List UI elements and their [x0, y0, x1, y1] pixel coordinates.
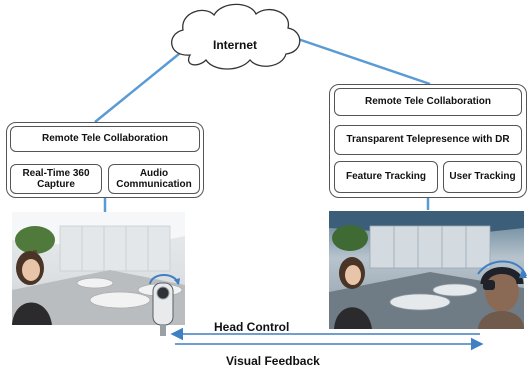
right-module-feature-tracking: Feature Tracking [334, 161, 438, 193]
head-control-label: Head Control [214, 320, 290, 334]
person-right-remote [334, 257, 372, 329]
internet-label: Internet [212, 38, 257, 52]
link-left [94, 44, 191, 123]
person-left [12, 251, 52, 325]
right-site-header: Remote Tele Collaboration [334, 88, 522, 116]
left-site-photo [12, 212, 185, 325]
hmd-headset-icon [477, 260, 527, 290]
left-site-header: Remote Tele Collaboration [10, 126, 200, 152]
link-right [294, 36, 431, 86]
right-site-photo [329, 211, 524, 329]
right-module-transparent-telepresence: Transparent Telepresence with DR [334, 125, 522, 155]
cloud-icon [171, 3, 301, 70]
left-module-audio-communication: Audio Communication [108, 164, 200, 194]
left-module-360-capture: Real-Time 360 Capture [10, 164, 102, 194]
360-camera-icon [149, 274, 180, 336]
right-module-user-tracking: User Tracking [443, 161, 522, 193]
visual-feedback-label: Visual Feedback [226, 354, 320, 368]
